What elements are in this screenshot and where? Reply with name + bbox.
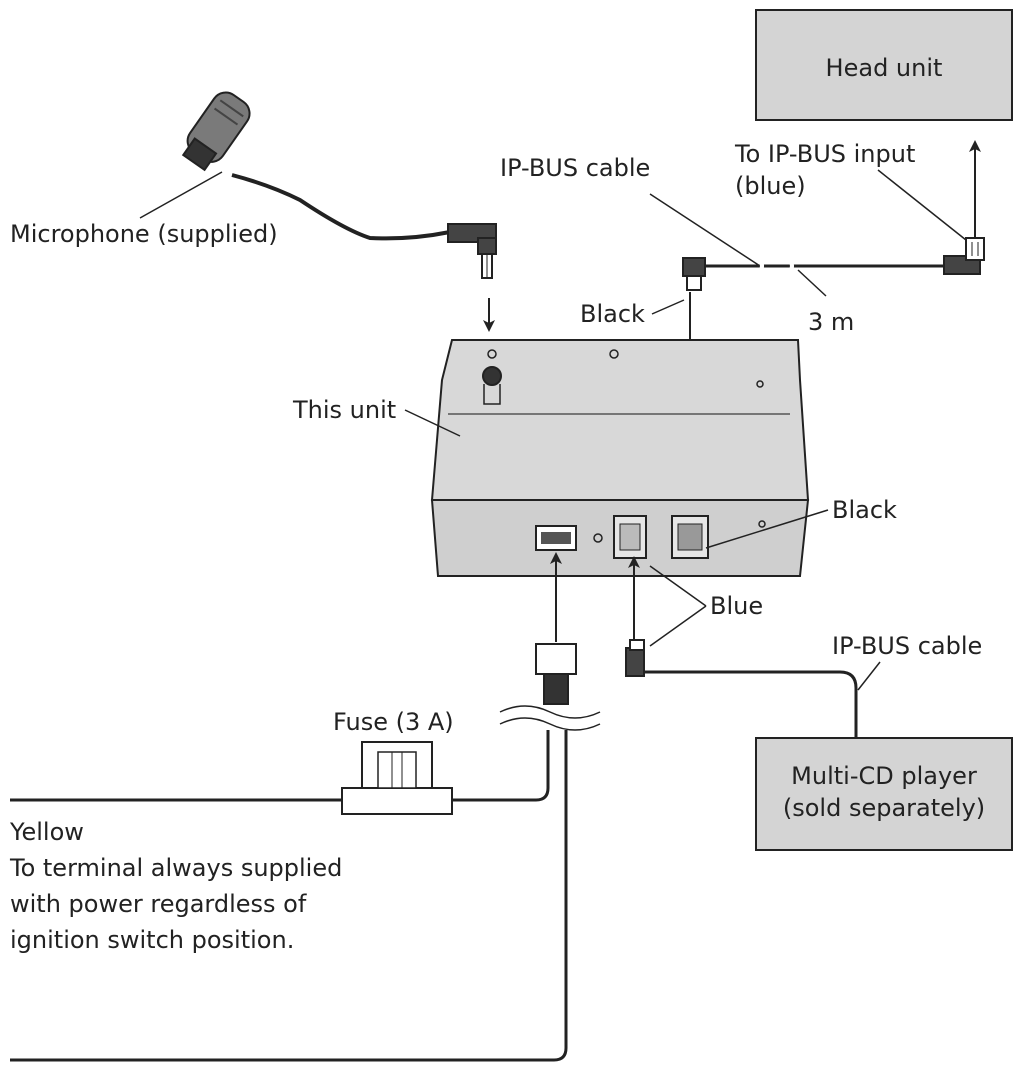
ipbus-cable-top (682, 237, 985, 291)
yellow-wire-note: Yellow To terminal always supplied with … (9, 818, 342, 954)
multi-cd-player-box: Multi-CD player (sold separately) (755, 737, 1013, 851)
microphone-icon (181, 91, 497, 279)
to-ipbus-input-label: To IP-BUS input (734, 140, 915, 168)
black-top-label: Black (580, 300, 645, 328)
ipbus-cable-top-leader (649, 193, 761, 267)
yellow-note-line-2: To terminal always supplied (9, 854, 342, 882)
cable-length-label: 3 m (808, 308, 854, 336)
microphone-label: Microphone (supplied) (10, 220, 278, 248)
this-unit-label: This unit (292, 396, 396, 424)
this-unit-box (430, 339, 810, 577)
black-right-leader (705, 509, 829, 549)
ipbus-cable-bottom-label: IP-BUS cable (832, 632, 982, 660)
to-ipbus-input-leader (877, 169, 967, 241)
fuse-label: Fuse (3 A) (333, 708, 454, 736)
yellow-note-line-1: Yellow (9, 818, 84, 846)
yellow-note-line-4: ignition switch position. (10, 926, 294, 954)
black-right-label: Black (832, 496, 897, 524)
ipbus-cable-top-label: IP-BUS cable (500, 154, 650, 182)
head-unit-label: Head unit (826, 54, 943, 82)
yellow-note-line-3: with power regardless of (10, 890, 307, 918)
this-unit-leader (404, 409, 461, 437)
power-cable (10, 643, 601, 1062)
blue-leader-1 (649, 565, 707, 607)
fuse-icon (341, 741, 453, 815)
microphone-leader (139, 171, 223, 219)
blue-label: Blue (710, 592, 763, 620)
ipbus-cable-bottom (625, 639, 858, 738)
cable-length-leader (797, 269, 827, 297)
ipbus-cable-bottom-leader (857, 661, 881, 691)
blue-leader-2 (649, 605, 707, 647)
head-unit-box: Head unit (755, 9, 1013, 121)
black-top-leader (651, 299, 685, 315)
multi-cd-player-sold-separately: (sold separately) (783, 794, 985, 822)
multi-cd-player-label: Multi-CD player (791, 762, 977, 790)
to-ipbus-input-color-label: (blue) (735, 172, 806, 200)
